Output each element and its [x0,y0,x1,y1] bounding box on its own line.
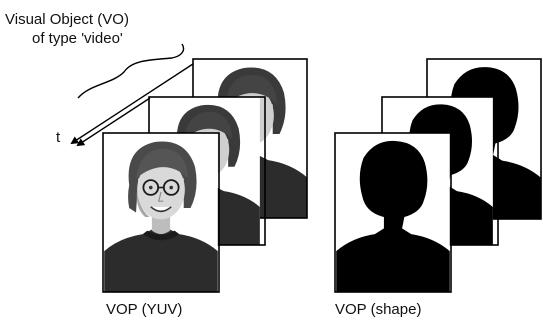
vop-shape-frame-1 [334,132,452,293]
vop-yuv-frame-1 [102,132,220,293]
caption-vop-shape: VOP (shape) [335,301,421,318]
vo-title-line1: Visual Object (VO) [5,11,129,28]
time-arrow-upper [70,61,197,145]
time-arrow-lower [76,97,151,147]
caption-vop-yuv: VOP (YUV) [106,301,182,318]
time-label: t [56,129,61,146]
vo-title-line2: of type 'video' [32,30,123,47]
vop-yuv-stack [102,58,308,293]
vop-shape-stack [334,58,542,293]
curly-brace [77,43,185,99]
